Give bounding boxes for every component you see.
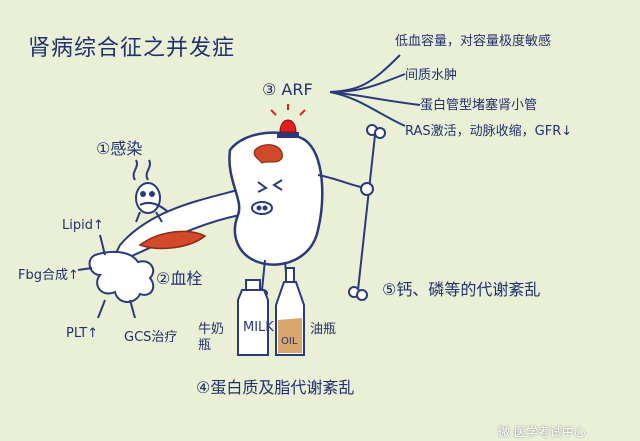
protein-disorder-label: ④蛋白质及脂代谢紊乱 [196, 378, 355, 397]
oil-bottle-icon [275, 267, 305, 356]
arf-label: ③ ARF [262, 80, 313, 99]
lipid-label: Lipid↑ [62, 218, 104, 233]
mineral-disorder-label: ⑤钙、磷等的代谢紊乱 [382, 280, 541, 299]
page-title: 肾病综合征之并发症 [28, 36, 236, 61]
milk-bottle-caption: 牛奶瓶 [198, 322, 225, 353]
arf-branch-interstitial-edema: 间质水肿 [405, 68, 458, 83]
infection-label: ①感染 [96, 139, 143, 158]
bacterium-icon [132, 159, 169, 223]
plt-label: PLT↑ [66, 326, 99, 341]
oil-bottle-caption: 油瓶 [310, 322, 337, 337]
thrombus-icon [138, 230, 207, 250]
milk-bottle-text: MILK [243, 320, 274, 335]
thrombosis-label: ②血栓 [156, 269, 203, 288]
clot-cloud [88, 250, 155, 303]
alarm-siren-icon [270, 104, 306, 138]
arf-branch-ras: RAS激活，动脉收缩，GFR↓ [405, 124, 573, 139]
watermark: 微 医学考试中心 [498, 425, 586, 439]
arf-branch-hypovolemia: 低血容量，对容量极度敏感 [395, 34, 552, 49]
kidney-face [251, 179, 283, 215]
milk-bottle-icon [237, 279, 269, 356]
kidney-vessel [253, 144, 283, 164]
gcs-label: GCS治疗 [124, 330, 178, 345]
bone-icon [348, 124, 386, 301]
fbg-label: Fbg合成↑ [18, 268, 79, 283]
oil-bottle-text: OIL [281, 336, 298, 347]
arf-branches [329, 54, 421, 127]
cloud-arrows [77, 234, 136, 319]
kidney-arm [317, 174, 366, 189]
arf-branch-protein-cast: 蛋白管型堵塞肾小管 [420, 98, 538, 113]
